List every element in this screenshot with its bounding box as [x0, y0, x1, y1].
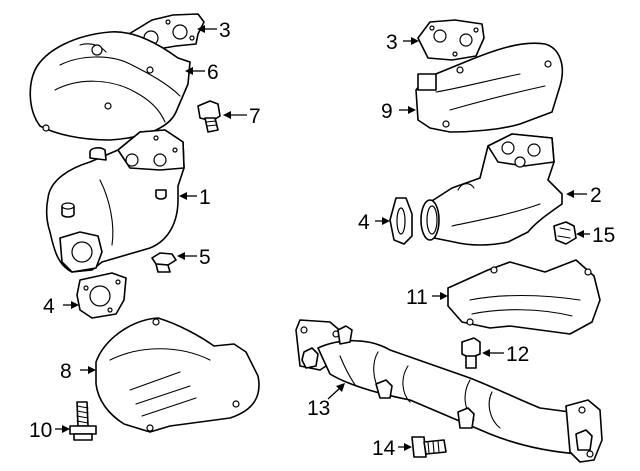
- svg-text:10: 10: [29, 419, 52, 442]
- callout-6: 6: [185, 61, 219, 84]
- svg-text:14: 14: [372, 437, 396, 460]
- callout-4-left: 4: [43, 295, 79, 318]
- callout-2: 2: [566, 184, 602, 207]
- callout-10: 10: [29, 419, 70, 442]
- callout-13: 13: [307, 383, 345, 420]
- callout-12: 12: [482, 343, 529, 366]
- upper-heat-shield-left: [29, 31, 191, 141]
- bolt-upper-left: [197, 100, 221, 133]
- callout-11: 11: [406, 286, 448, 309]
- exhaust-manifold-right: [420, 133, 563, 246]
- gasket-right-lower: [389, 197, 413, 245]
- callout-9: 9: [381, 100, 416, 123]
- gasket-left-lower: [76, 272, 127, 319]
- callout-3-upper-right: 3: [386, 31, 419, 54]
- callout-14: 14: [372, 437, 412, 460]
- callout-15: 15: [576, 224, 615, 247]
- svg-text:3: 3: [386, 31, 398, 54]
- svg-text:9: 9: [381, 100, 393, 123]
- callout-7: 7: [223, 105, 261, 128]
- svg-text:11: 11: [406, 286, 428, 309]
- svg-text:12: 12: [506, 343, 529, 366]
- upper-heat-shield-right: [415, 42, 564, 133]
- svg-text:5: 5: [199, 246, 211, 269]
- bolt-lower-right: [411, 436, 447, 458]
- svg-text:4: 4: [43, 295, 55, 318]
- nut-right: [553, 221, 577, 245]
- svg-text:13: 13: [307, 397, 330, 420]
- gasket-right-upper: [417, 19, 485, 61]
- svg-text:7: 7: [249, 105, 261, 128]
- nut-left: [151, 252, 177, 273]
- svg-text:2: 2: [590, 184, 602, 207]
- exhaust-manifold-left: [45, 129, 185, 273]
- svg-text:4: 4: [358, 211, 370, 234]
- svg-text:6: 6: [207, 61, 219, 84]
- callout-1: 1: [179, 186, 211, 209]
- front-exhaust-pipe: [295, 319, 603, 463]
- svg-text:15: 15: [592, 224, 615, 247]
- svg-text:3: 3: [219, 19, 231, 42]
- bolt-center-right: [461, 337, 481, 369]
- svg-text:1: 1: [199, 186, 211, 209]
- lower-heat-shield-right: [447, 259, 601, 335]
- callout-4-right: 4: [358, 211, 390, 234]
- svg-text:8: 8: [60, 360, 72, 383]
- callout-3-upper-left: 3: [197, 19, 231, 42]
- callout-5: 5: [177, 246, 211, 269]
- lower-heat-shield-left: [95, 317, 260, 433]
- callout-8: 8: [60, 360, 96, 383]
- bolt-lower-left: [69, 401, 97, 441]
